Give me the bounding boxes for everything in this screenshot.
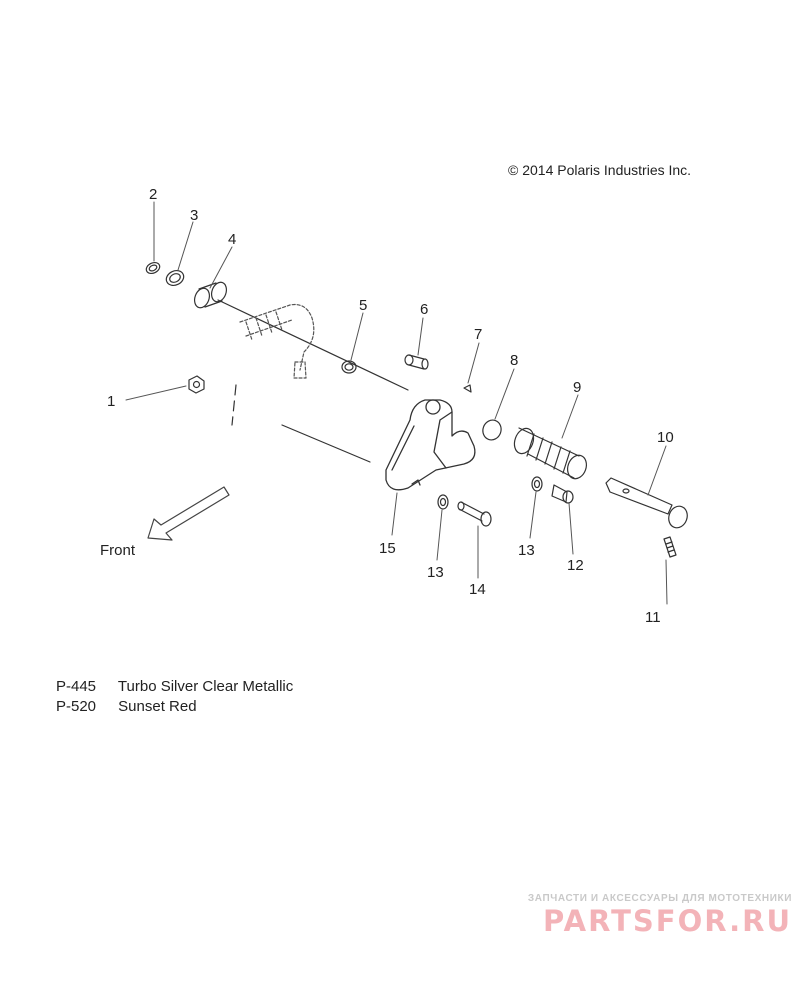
part-13-washer-right bbox=[531, 476, 543, 492]
color-code: P-445 bbox=[56, 678, 97, 695]
axis-line-left-dash bbox=[231, 384, 237, 426]
part-13-washer-left bbox=[437, 494, 449, 510]
axis-line-upper bbox=[217, 299, 409, 391]
color-code-row: P-520 Sunset Red bbox=[56, 698, 197, 715]
color-code-row: P-445 Turbo Silver Clear Metallic bbox=[56, 678, 293, 695]
callout-8: 8 bbox=[510, 352, 518, 369]
callout-7: 7 bbox=[474, 326, 482, 343]
callout-5: 5 bbox=[359, 297, 367, 314]
part-3-washer bbox=[165, 270, 185, 286]
callout-10: 10 bbox=[657, 429, 674, 446]
front-direction-arrow bbox=[147, 486, 230, 541]
part-11-pin bbox=[663, 536, 677, 558]
callout-6: 6 bbox=[420, 301, 428, 318]
color-name: Turbo Silver Clear Metallic bbox=[117, 678, 294, 695]
part-6-pin bbox=[404, 354, 429, 370]
color-name: Sunset Red bbox=[118, 698, 197, 715]
part-5-o-ring bbox=[341, 360, 357, 374]
callout-3: 3 bbox=[190, 207, 198, 224]
watermark-brand: PARTSFOR.RU bbox=[543, 904, 792, 938]
callout-14: 14 bbox=[469, 581, 486, 598]
part-1-nut bbox=[188, 375, 205, 394]
callout-2: 2 bbox=[149, 186, 157, 203]
part-14-bolt bbox=[457, 501, 492, 527]
callout-leaders bbox=[125, 201, 668, 605]
callout-13-right: 13 bbox=[518, 542, 535, 559]
part-8-washer bbox=[482, 419, 502, 441]
front-label: Front bbox=[100, 542, 136, 559]
part-9-shift-peg-rubber bbox=[513, 427, 588, 480]
callout-numbers: 1 2 3 4 5 6 7 8 9 10 11 12 13 13 14 15 F… bbox=[100, 186, 674, 626]
callout-9: 9 bbox=[573, 379, 581, 396]
watermark-tagline: ЗАПЧАСТИ И АКСЕССУАРЫ ДЛЯ МОТОТЕХНИКИ bbox=[527, 893, 792, 904]
part-2-ring bbox=[145, 261, 161, 275]
callout-1: 1 bbox=[107, 393, 115, 410]
part-12-bolt bbox=[551, 484, 574, 504]
callout-4: 4 bbox=[228, 231, 236, 248]
part-4-bushing bbox=[193, 281, 228, 309]
callout-12: 12 bbox=[567, 557, 584, 574]
copyright-notice: © 2014 Polaris Industries Inc. bbox=[508, 162, 692, 178]
part-15-shift-lever bbox=[385, 399, 476, 491]
color-code: P-520 bbox=[56, 698, 97, 715]
callout-13-left: 13 bbox=[427, 564, 444, 581]
watermark: ЗАПЧАСТИ И АКСЕССУАРЫ ДЛЯ МОТОТЕХНИКИ PA… bbox=[490, 893, 792, 938]
axis-line-lower bbox=[281, 424, 371, 463]
part-7-clip bbox=[463, 384, 472, 393]
part-10-shift-peg bbox=[605, 477, 688, 529]
callout-15: 15 bbox=[379, 540, 396, 557]
callout-11: 11 bbox=[645, 609, 661, 626]
shift-shaft bbox=[239, 303, 315, 379]
